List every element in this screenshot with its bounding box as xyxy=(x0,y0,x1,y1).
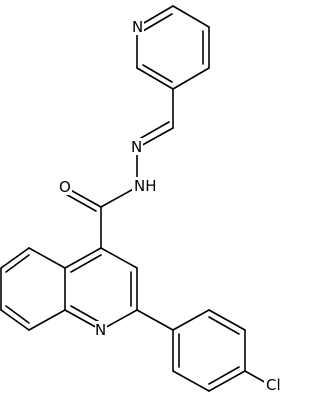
imine-nitrogen-label: N xyxy=(131,138,142,156)
pyridine-nitrogen-label: N xyxy=(132,18,143,36)
bond xyxy=(208,316,240,335)
chlorine-label: Cl xyxy=(266,376,281,394)
bond xyxy=(142,13,173,32)
bond xyxy=(70,254,102,273)
bond xyxy=(136,67,174,90)
atom-labels: N N NH O N Cl xyxy=(58,18,286,394)
bond xyxy=(5,254,30,273)
carbonyl-oxygen-label: O xyxy=(59,178,71,196)
bond xyxy=(172,370,210,392)
bond xyxy=(172,5,210,28)
bond xyxy=(70,305,102,324)
bond xyxy=(208,370,246,392)
bond xyxy=(28,309,66,331)
quinoline-nitrogen-label: N xyxy=(95,321,106,339)
bond xyxy=(5,305,30,324)
amide-nh-label: NH xyxy=(134,177,157,195)
bonds xyxy=(0,5,269,392)
bond xyxy=(100,186,138,208)
bond xyxy=(64,247,102,269)
bond xyxy=(172,309,210,331)
bond xyxy=(208,366,240,385)
bond xyxy=(136,309,174,331)
bond xyxy=(208,309,246,331)
bond xyxy=(0,309,30,331)
bond xyxy=(142,64,173,83)
molecule-structure: N N NH O N Cl xyxy=(0,5,286,394)
bond xyxy=(0,247,30,269)
bond xyxy=(172,67,210,90)
bond xyxy=(100,247,138,269)
bond xyxy=(61,191,97,212)
bond xyxy=(28,247,66,269)
